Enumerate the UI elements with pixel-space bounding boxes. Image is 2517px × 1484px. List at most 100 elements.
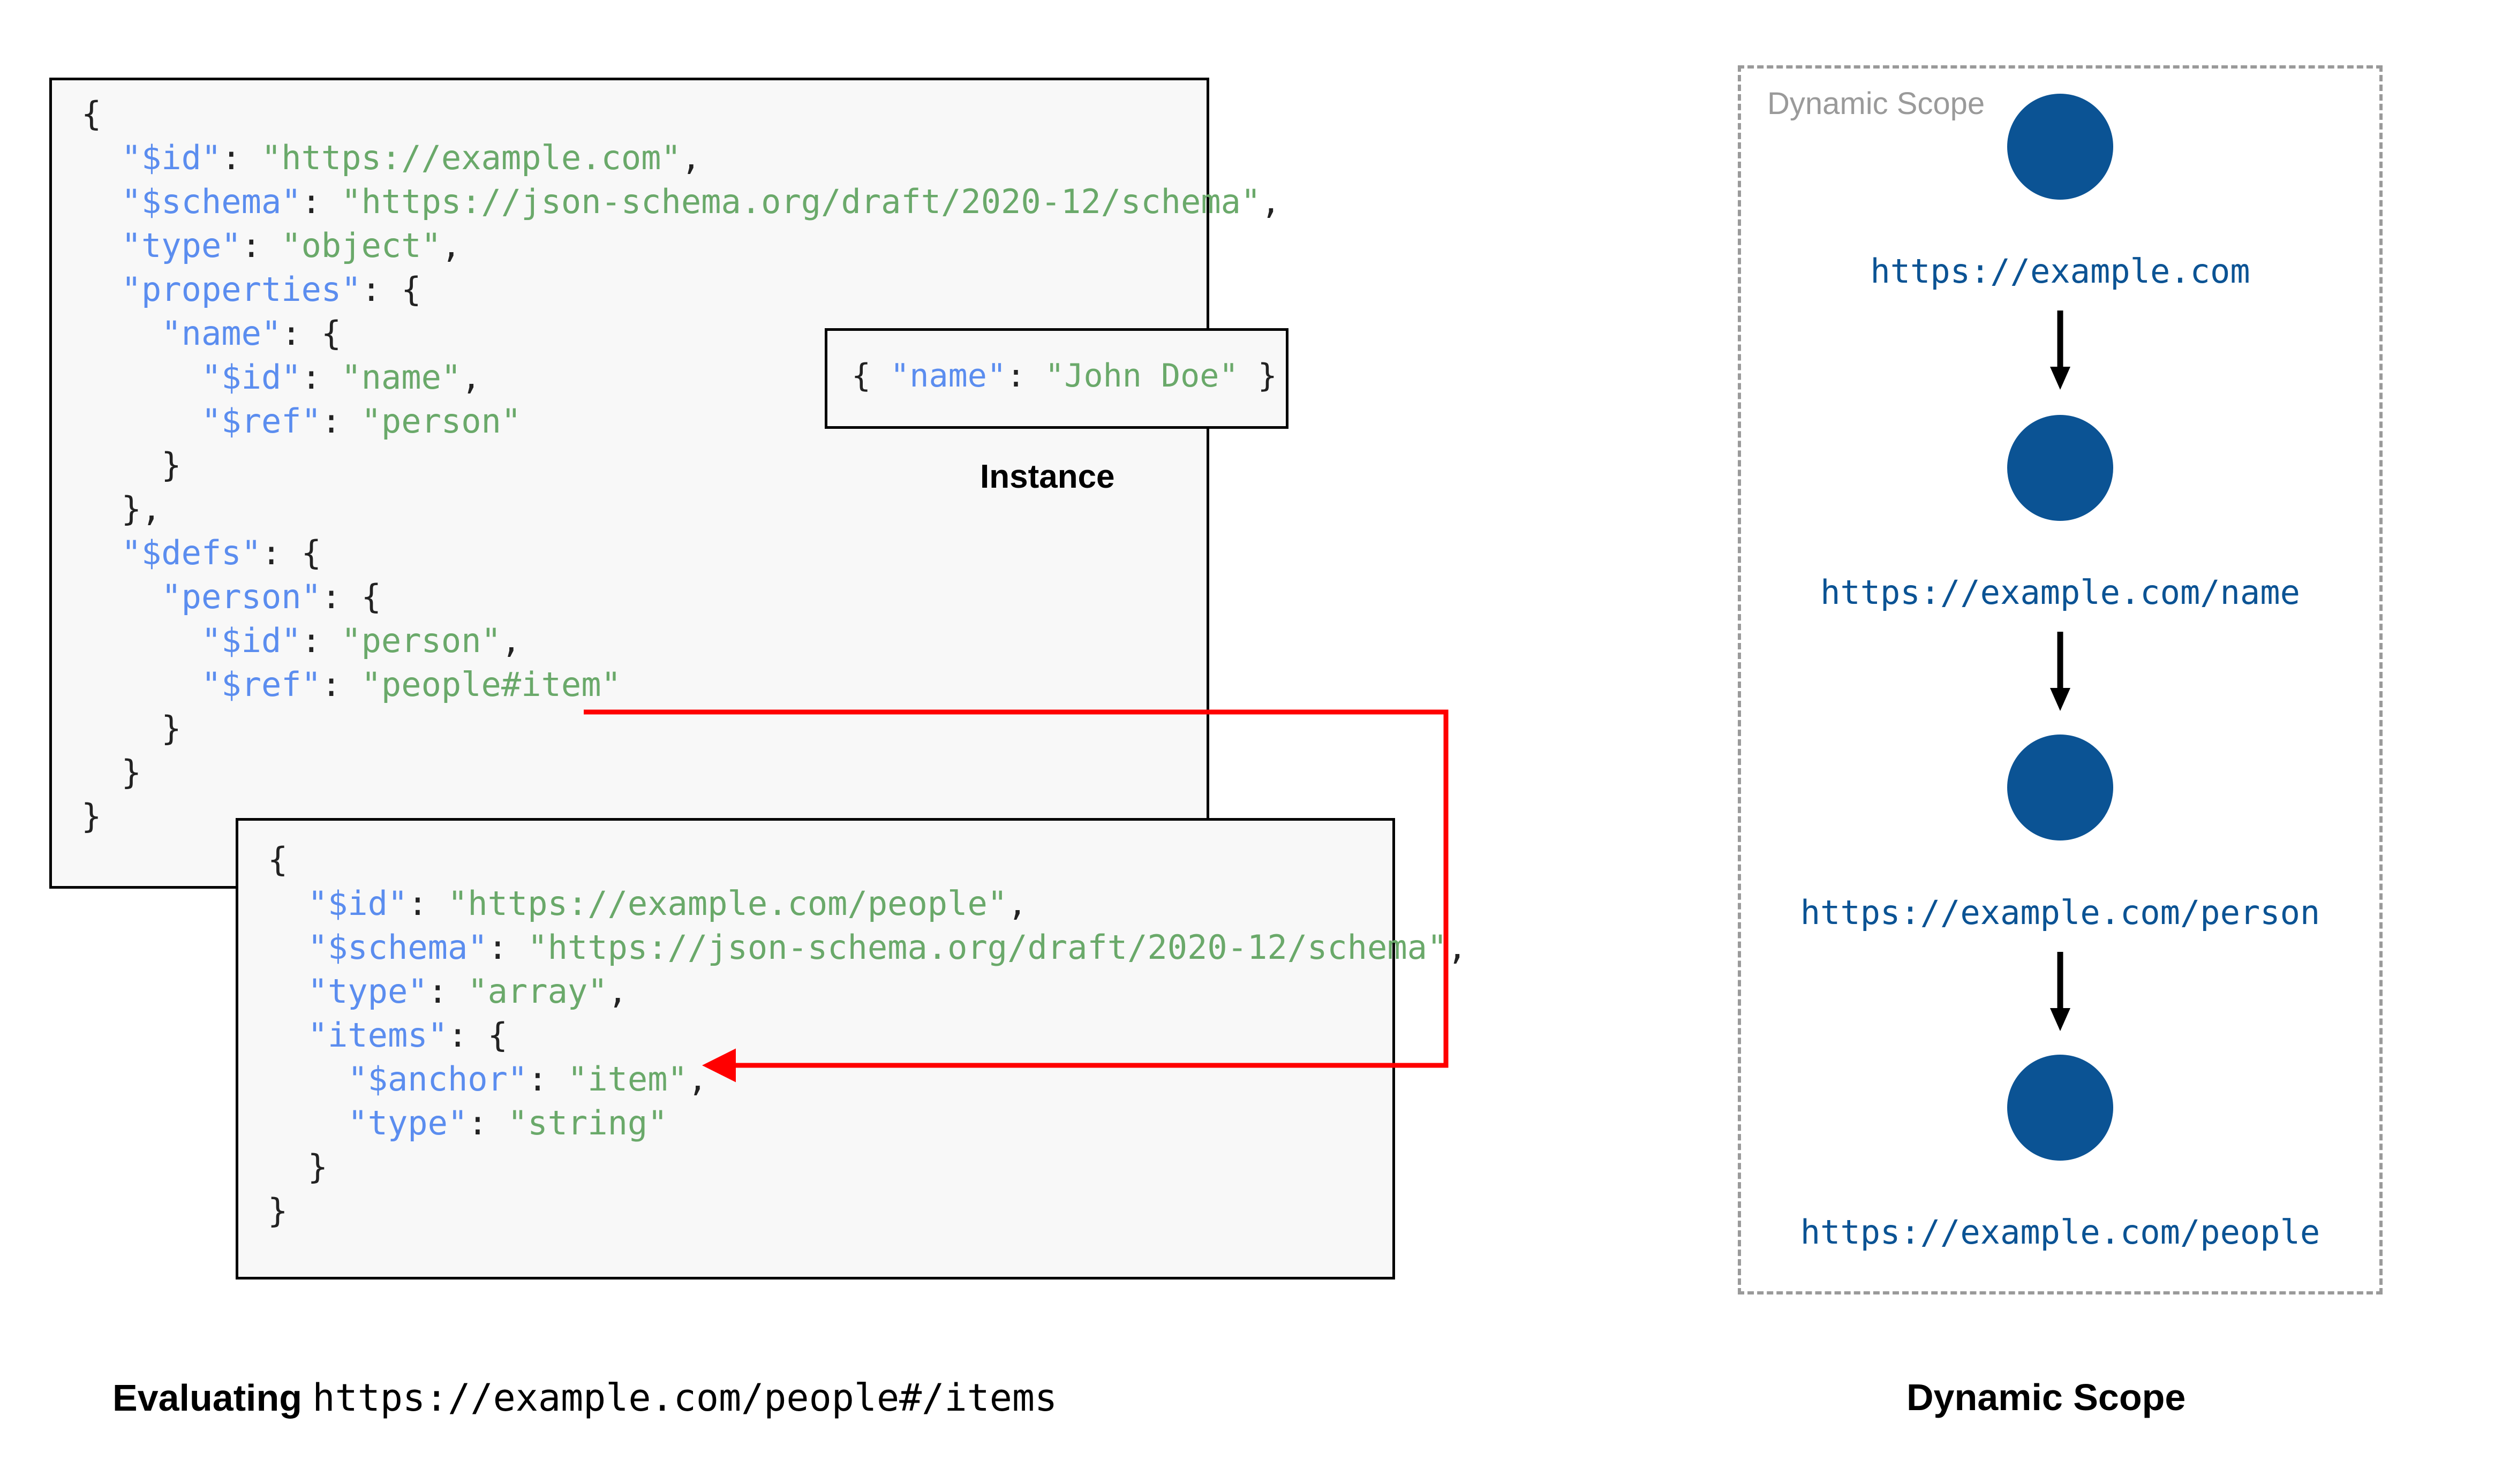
code-token: }: [81, 709, 182, 748]
code-token: "$ref": [201, 665, 321, 704]
dynamic-scope-caption: Dynamic Scope: [1906, 1376, 2186, 1418]
code-token: "https://json-schema.org/draft/2020-12/s…: [527, 928, 1448, 967]
code-token: "items": [307, 1016, 448, 1055]
code-token: :: [487, 928, 528, 967]
code-token: [268, 928, 308, 967]
code-line: "type": "array",: [268, 970, 1467, 1013]
code-token: "$defs": [121, 533, 261, 572]
code-line: "name": {: [81, 312, 1281, 355]
code-token: :: [321, 665, 361, 704]
code-token: {: [851, 357, 891, 395]
scope-node-label-1: https://example.com: [1870, 252, 2250, 291]
code-token: "$schema": [121, 182, 302, 221]
code-token: [81, 314, 161, 353]
code-token: "$ref": [201, 402, 321, 441]
code-token: ,: [461, 358, 481, 397]
code-token: ,: [441, 226, 462, 265]
code-line: "type": "string": [268, 1101, 1467, 1145]
code-line: "$id": "https://example.com",: [81, 136, 1281, 180]
code-line: "$defs": {: [81, 531, 1281, 575]
code-token: }: [81, 753, 141, 792]
code-line: "$schema": "https://json-schema.org/draf…: [81, 180, 1281, 224]
code-token: ,: [501, 621, 522, 660]
code-token: }: [268, 1191, 288, 1230]
code-token: : {: [447, 1016, 508, 1055]
code-token: ,: [1447, 928, 1467, 967]
code-token: "type": [121, 226, 242, 265]
code-token: {: [81, 94, 102, 133]
root-schema-code: { "$id": "https://example.com", "$schema…: [81, 92, 1281, 838]
code-token: :: [1006, 357, 1045, 395]
code-token: :: [301, 621, 342, 660]
code-line: }: [268, 1145, 1467, 1189]
code-token: "type": [348, 1103, 468, 1142]
code-token: [81, 182, 122, 221]
evaluating-caption-lead: Evaluating: [112, 1377, 313, 1419]
code-token: "type": [307, 972, 428, 1011]
code-token: "people#item": [361, 665, 621, 704]
code-line: {: [81, 92, 1281, 136]
code-token: [81, 533, 122, 572]
scope-node-label-2: https://example.com/name: [1820, 573, 2300, 612]
code-token: }: [268, 1147, 328, 1186]
code-token: "https://example.com/people": [447, 884, 1008, 923]
code-line: "$anchor": "item",: [268, 1057, 1467, 1101]
code-token: :: [427, 972, 468, 1011]
code-token: ,: [1261, 182, 1281, 221]
code-token: [268, 1103, 348, 1142]
evaluating-caption: Evaluating https://example.com/people#/i…: [112, 1376, 1057, 1420]
code-token: "name": [161, 314, 282, 353]
code-token: : {: [321, 577, 381, 616]
scope-arrow-3: [2050, 952, 2070, 1031]
code-line: }: [81, 794, 1281, 838]
scope-node-circle-3: [2007, 735, 2113, 841]
code-token: [268, 884, 308, 923]
code-token: [81, 358, 201, 397]
people-schema-box: { "$id": "https://example.com/people", "…: [236, 818, 1467, 1279]
code-line: "$id": "person",: [81, 619, 1281, 663]
code-token: }: [81, 445, 182, 484]
code-line: "properties": {: [81, 268, 1281, 312]
code-token: "person": [361, 402, 522, 441]
code-token: }: [81, 797, 102, 836]
code-line: {: [268, 838, 1467, 882]
code-line: }: [81, 751, 1281, 794]
code-token: :: [301, 182, 342, 221]
code-token: [81, 665, 201, 704]
scope-node-label-4: https://example.com/people: [1800, 1213, 2320, 1252]
code-token: "$id": [201, 621, 302, 660]
code-token: [81, 577, 161, 616]
code-token: "object": [281, 226, 441, 265]
evaluating-caption-uri: https://example.com/people#/items: [312, 1376, 1058, 1420]
code-line: }: [81, 443, 1281, 487]
scope-node-label-3: https://example.com/person: [1800, 893, 2320, 932]
code-line: "$id": "https://example.com/people",: [268, 882, 1467, 926]
code-token: [268, 1016, 308, 1055]
code-token: [81, 270, 122, 309]
code-token: }: [1238, 357, 1277, 395]
scope-arrow-2: [2050, 632, 2070, 711]
code-line: }: [268, 1189, 1467, 1233]
code-token: "$anchor": [348, 1059, 528, 1099]
code-line: "$ref": "person": [81, 399, 1281, 443]
code-token: :: [468, 1103, 508, 1142]
code-line: "$id": "name",: [81, 355, 1281, 399]
code-token: [81, 621, 201, 660]
scope-node-circle-4: [2007, 1055, 2113, 1161]
code-token: "John Doe": [1045, 357, 1239, 395]
code-token: "$id": [201, 358, 302, 397]
instance-box: { "name": "John Doe" }: [825, 328, 1288, 429]
scope-node-circle-2: [2007, 415, 2113, 521]
scope-arrow-1: [2050, 311, 2070, 390]
code-token: "name": [890, 357, 1006, 395]
scope-node-circle-1: [2007, 94, 2113, 200]
code-line: "$ref": "people#item": [81, 663, 1281, 707]
code-token: :: [527, 1059, 568, 1099]
instance-label: Instance: [980, 458, 1115, 495]
code-line: }: [81, 707, 1281, 751]
code-token: ,: [687, 1059, 708, 1099]
code-token: :: [408, 884, 448, 923]
code-token: :: [321, 402, 361, 441]
code-token: "name": [341, 358, 462, 397]
code-token: :: [301, 358, 342, 397]
